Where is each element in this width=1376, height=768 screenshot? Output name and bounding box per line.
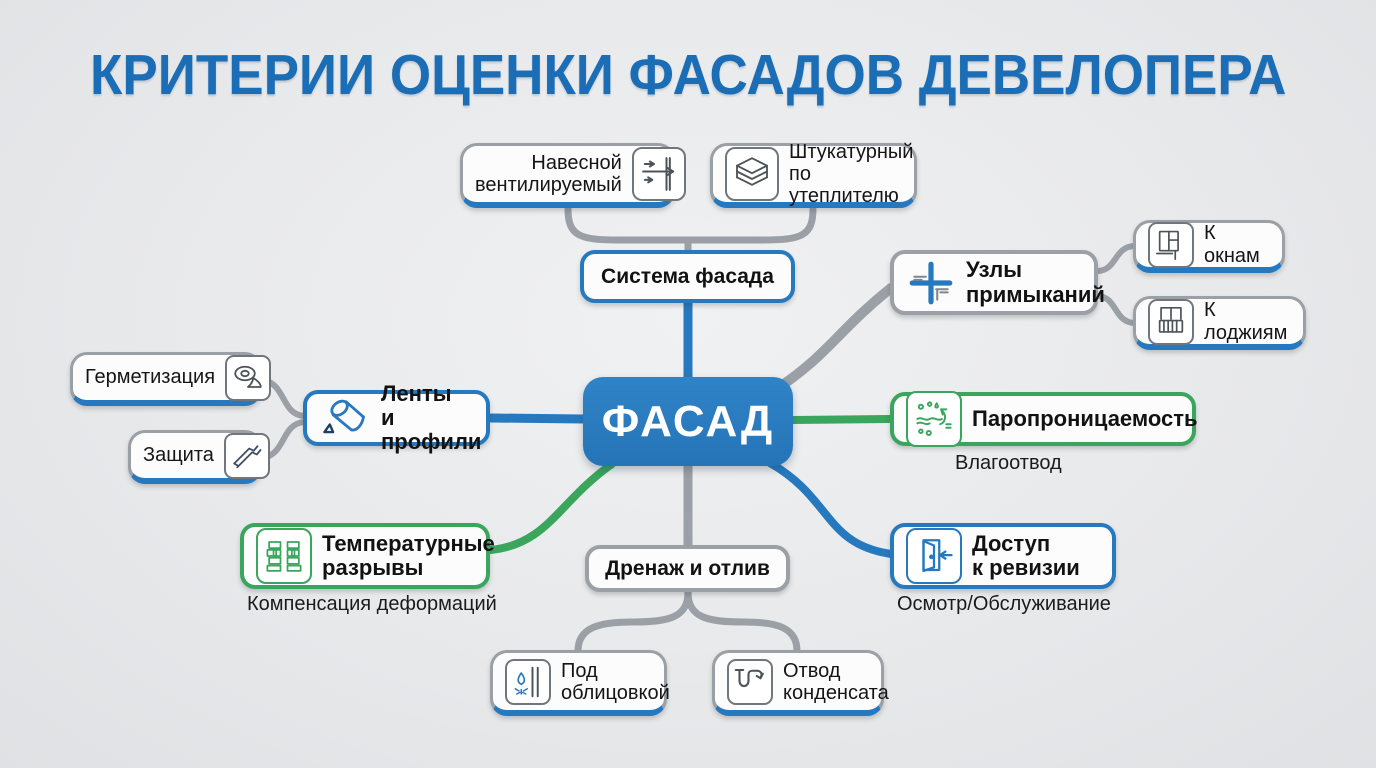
facade-label: ФАСАД <box>601 396 775 446</box>
tapes-profiles-label: Ленты и профили <box>381 380 482 455</box>
to-windows-label: К окнам <box>1204 222 1260 267</box>
plaster-insulation-label: Штукатурный по утеплителю <box>789 141 914 207</box>
window-icon <box>1148 222 1194 268</box>
thermal-subtitle: Компенсация деформаций <box>247 593 497 615</box>
node-plaster-insulation: Штукатурный по утеплителю <box>710 141 917 208</box>
connector-center-junctions <box>767 283 896 397</box>
profile-icon <box>223 432 270 479</box>
junctions-label: Узлы примыканий <box>966 257 1105 307</box>
hinged-ventilated-label: Навесной вентилируемый <box>475 152 622 196</box>
connector-junctions-loggias <box>1095 293 1137 326</box>
balcony-icon <box>1148 298 1194 345</box>
node-junctions: Узлы примыканий <box>890 250 1105 315</box>
revision-access-label: Доступ к ревизии <box>972 530 1080 580</box>
airflow-icon <box>631 147 686 201</box>
node-protection: Защита <box>128 430 270 484</box>
sealing-tape-icon <box>225 354 272 401</box>
node-thermal-breaks: Температурные разрывы <box>240 523 495 589</box>
connector-system-plaster <box>684 205 817 244</box>
door-icon <box>906 528 962 584</box>
connector-center-access <box>766 459 895 558</box>
connector-drainage-condensate <box>684 588 801 655</box>
connector-system-hinged <box>564 205 692 244</box>
node-to-windows: К окнам <box>1133 220 1285 273</box>
node-to-loggias: К лоджиям <box>1133 296 1306 350</box>
node-tapes-profiles: Ленты и профили <box>303 381 490 454</box>
vapor-icon <box>906 391 962 447</box>
node-drainage: Дренаж и отлив <box>585 545 790 592</box>
node-revision-access: Доступ к ревизии <box>890 523 1116 589</box>
brick-gap-icon <box>256 528 312 584</box>
page-title-text: КРИТЕРИИ ОЦЕНКИ ФАСАДОВ ДЕВЕЛОПЕРА <box>89 43 1287 107</box>
condensate-drain-label: Отвод конденсата <box>783 659 889 704</box>
node-hinged-ventilated: Навесной вентилируемый <box>460 143 686 208</box>
pipe-trap-icon <box>727 658 773 705</box>
node-under-cladding: Под облицовкой <box>490 650 670 716</box>
page-title: КРИТЕРИИ ОЦЕНКИ ФАСАДОВ ДЕВЕЛОПЕРА <box>0 42 1376 108</box>
drainage-label: Дренаж и отлив <box>605 556 770 580</box>
sealing-label: Герметизация <box>85 366 216 388</box>
facade-system-label: Система фасада <box>601 264 774 288</box>
drip-icon <box>505 658 551 705</box>
connector-drainage-cladding <box>574 588 692 655</box>
node-sealing: Герметизация <box>70 352 272 406</box>
connector-center-thermal <box>487 460 616 554</box>
protection-label: Защита <box>143 444 214 466</box>
under-cladding-label: Под облицовкой <box>561 659 670 704</box>
node-vapor-permeability: Паропроницаемость <box>890 391 1198 447</box>
connector-center-vapor <box>788 415 895 424</box>
to-loggias-label: К лоджиям <box>1204 298 1288 344</box>
connector-junctions-windows <box>1095 243 1137 274</box>
vapor-permeability-label: Паропроницаемость <box>972 406 1198 431</box>
vapor-subtitle: Влагоотвод <box>955 452 1062 474</box>
access-subtitle: Осмотр/Обслуживание <box>897 593 1111 615</box>
connector-center-tapes <box>486 413 589 424</box>
layers-icon <box>725 147 779 201</box>
node-condensate-drain: Отвод конденсата <box>712 650 889 716</box>
thermal-breaks-label: Температурные разрывы <box>322 530 495 580</box>
node-facade-system: Система фасада <box>580 250 795 303</box>
junction-icon <box>906 258 956 308</box>
tape-roll-icon <box>319 392 371 444</box>
node-facade-center: ФАСАД <box>583 377 793 466</box>
